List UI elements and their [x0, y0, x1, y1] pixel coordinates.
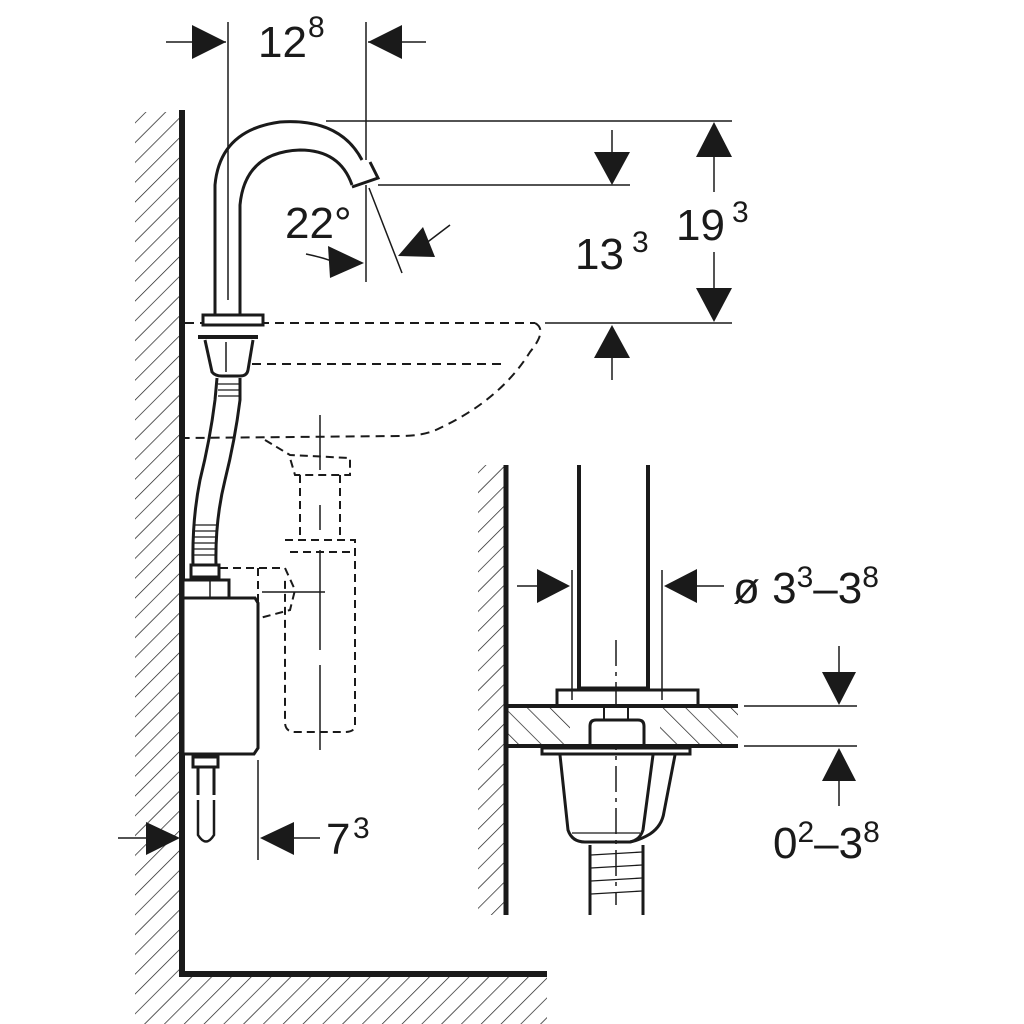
detail-fixing-cup [540, 746, 692, 915]
basin-outline [184, 322, 542, 439]
dim-spout-angle: 22° [285, 185, 451, 282]
floor [135, 971, 547, 1024]
dim-heights [326, 120, 732, 380]
dim-outlet-height-base: 13 [575, 230, 624, 279]
dim-spout-reach-base: 12 [258, 18, 307, 67]
dim-deck-thickness [744, 646, 857, 806]
floor-hatching [135, 974, 547, 1024]
dim-total-height-sup: 3 [732, 196, 749, 229]
dim-box-depth-sup: 3 [353, 812, 370, 845]
detail-tap-body [555, 465, 700, 905]
tap-base [198, 313, 265, 378]
dim-spout-angle-text: 22° [285, 199, 352, 248]
dim-hole-diameter-text: ø 33–38 [733, 561, 879, 613]
flex-hose [189, 377, 242, 579]
dim-hole-diameter [517, 569, 724, 603]
control-box [181, 578, 260, 860]
detail-deck [506, 704, 738, 748]
dim-deck-thickness-text: 02–38 [773, 816, 880, 868]
dim-spout-reach-sup: 8 [308, 11, 325, 44]
trap-centerline [262, 415, 325, 750]
dim-outlet-height-sup: 3 [632, 226, 649, 259]
dim-spout-reach: 12 8 [166, 11, 426, 160]
dim-box-depth: 7 3 [118, 812, 370, 864]
tap-spout [213, 110, 381, 315]
detail-wall [478, 465, 509, 915]
dim-box-depth-base: 7 [326, 815, 350, 864]
dim-total-height-base: 19 [676, 201, 725, 250]
